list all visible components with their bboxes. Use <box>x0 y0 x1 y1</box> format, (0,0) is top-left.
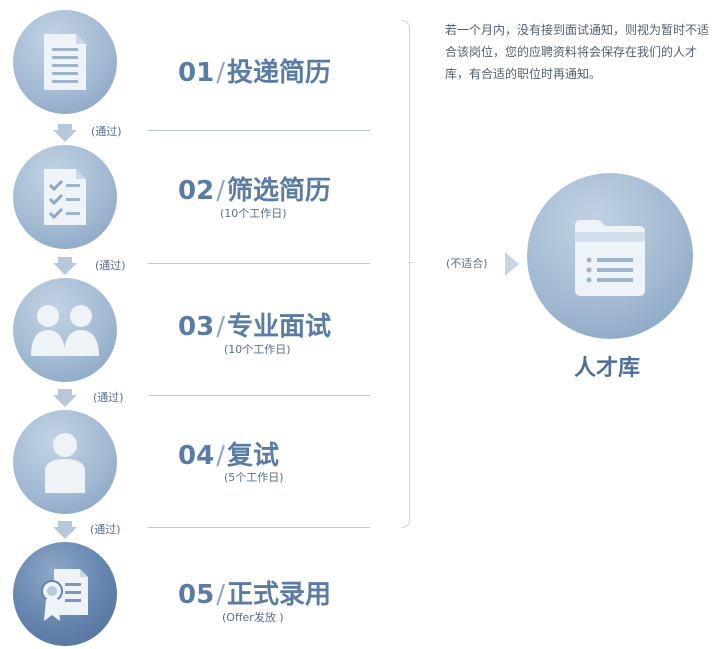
step-2-number: 02 <box>178 176 215 206</box>
step-3-title: 03/专业面试 <box>178 312 331 342</box>
flow-arrow-2 <box>53 257 77 275</box>
step-2-circle <box>13 145 117 249</box>
checklist-document-icon <box>44 169 86 225</box>
notification-note: 若一个月内，没有接到面试通知，则视为暂时不适合该岗位，您的应聘资料将会保存在我们… <box>445 23 710 81</box>
flow-arrow-4 <box>53 521 77 539</box>
step-2-name: 筛选简历 <box>226 176 331 206</box>
pass-label-2: (通过) <box>95 259 126 272</box>
step-3-duration: (10个工作日) <box>224 343 291 356</box>
two-people-icon <box>31 305 99 356</box>
step-2-title: 02/筛选简历 <box>178 176 331 206</box>
step-3-circle <box>13 278 117 382</box>
step-5-number: 05 <box>178 580 215 610</box>
unsuitable-label: (不适合) <box>446 257 488 270</box>
divider-1 <box>148 130 370 131</box>
divider-3 <box>148 395 370 396</box>
step-1-number: 01 <box>178 58 215 88</box>
step-4-duration: (5个工作日) <box>224 471 284 484</box>
step-5-offer: (Offer发放 ) <box>222 611 284 624</box>
pass-label-3: (通过) <box>93 391 124 404</box>
pass-label-1: (通过) <box>91 125 122 138</box>
step-4-title: 04/复试 <box>178 441 279 471</box>
folder-list-icon <box>575 220 645 296</box>
flow-arrow-1 <box>53 124 77 142</box>
certificate-icon <box>41 569 88 621</box>
step-1-circle <box>13 10 117 114</box>
unsuitable-arrow <box>505 252 519 276</box>
talent-pool-circle <box>527 173 693 339</box>
step-5-circle <box>13 542 117 646</box>
divider-2 <box>148 263 370 264</box>
step-5-name: 正式录用 <box>226 580 331 610</box>
flow-arrow-3 <box>53 389 77 407</box>
step-1-name: 投递简历 <box>226 58 331 88</box>
step-4-number: 04 <box>178 441 215 471</box>
step-2-duration: (10个工作日) <box>220 207 287 220</box>
step-4-circle <box>13 410 117 514</box>
step-3-number: 03 <box>178 312 215 342</box>
resume-document-icon <box>44 34 86 90</box>
person-icon <box>45 433 85 493</box>
grouping-brace <box>401 20 410 528</box>
step-1-title: 01/投递简历 <box>178 58 331 88</box>
step-3-name: 专业面试 <box>226 312 331 342</box>
talent-pool-label: 人才库 <box>574 356 641 381</box>
pass-label-4: (通过) <box>90 523 121 536</box>
grouping-brace-tip <box>408 262 414 263</box>
step-5-title: 05/正式录用 <box>178 580 331 610</box>
divider-4 <box>148 527 370 528</box>
step-4-name: 复试 <box>226 441 279 471</box>
